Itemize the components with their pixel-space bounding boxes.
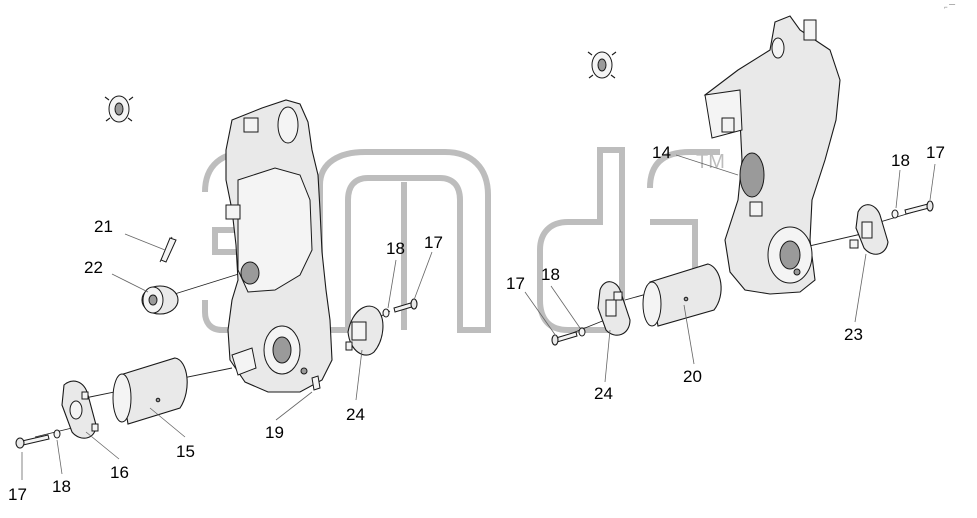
flange-23 (849, 204, 889, 255)
callout-17-mid: 17 (424, 233, 443, 252)
callout-17-far-right: 17 (926, 143, 945, 162)
callout-18-far-right: 18 (891, 151, 910, 170)
small-sprocket-right (587, 51, 617, 79)
left-main-bracket (225, 99, 333, 393)
callout-20: 20 (683, 367, 702, 386)
roller-sleeve-20 (642, 263, 722, 327)
bolt-17-left (15, 434, 50, 449)
corner-mark: ⌐ ˜˜˜ (944, 5, 956, 11)
bolt-17-far-right (904, 200, 934, 215)
watermark-tm: TM (696, 151, 725, 173)
washer-18-right-low (578, 327, 586, 337)
callout-24-left: 24 (346, 405, 365, 424)
callout-18-right-low: 18 (541, 265, 560, 284)
callout-18-bottom-left: 18 (52, 477, 71, 496)
callout-16: 16 (110, 463, 129, 482)
bolt-17-right-low (551, 331, 578, 346)
bolt-19 (311, 375, 321, 391)
washer-18-left (53, 429, 61, 439)
washer-18-mid (382, 308, 390, 318)
leader-lines (21, 154, 936, 480)
roller-sleeve-15 (112, 357, 188, 425)
pin-21 (160, 237, 177, 263)
flange-plate-16 (61, 380, 99, 439)
right-main-bracket (703, 15, 841, 295)
callout-17-right-low: 17 (506, 274, 525, 293)
callout-21: 21 (94, 217, 113, 236)
toothed-bushing-22 (141, 285, 179, 315)
callout-19: 19 (265, 423, 284, 442)
callouts: 14 15 16 17 17 17 17 18 18 18 18 19 20 2… (8, 143, 945, 504)
small-sprocket-left (104, 95, 134, 123)
callout-14: 14 (652, 143, 671, 162)
flange-24-right (597, 281, 631, 336)
callout-17-bottom-left: 17 (8, 485, 27, 504)
washer-18-far-right (891, 209, 899, 219)
callout-22: 22 (84, 258, 103, 277)
flange-24-left (345, 305, 384, 356)
watermark-logo: TM (202, 147, 725, 333)
callout-23: 23 (844, 325, 863, 344)
callout-18-mid: 18 (386, 239, 405, 258)
callout-15: 15 (176, 442, 195, 461)
callout-24-right: 24 (594, 384, 613, 403)
bolt-17-mid (393, 298, 418, 313)
